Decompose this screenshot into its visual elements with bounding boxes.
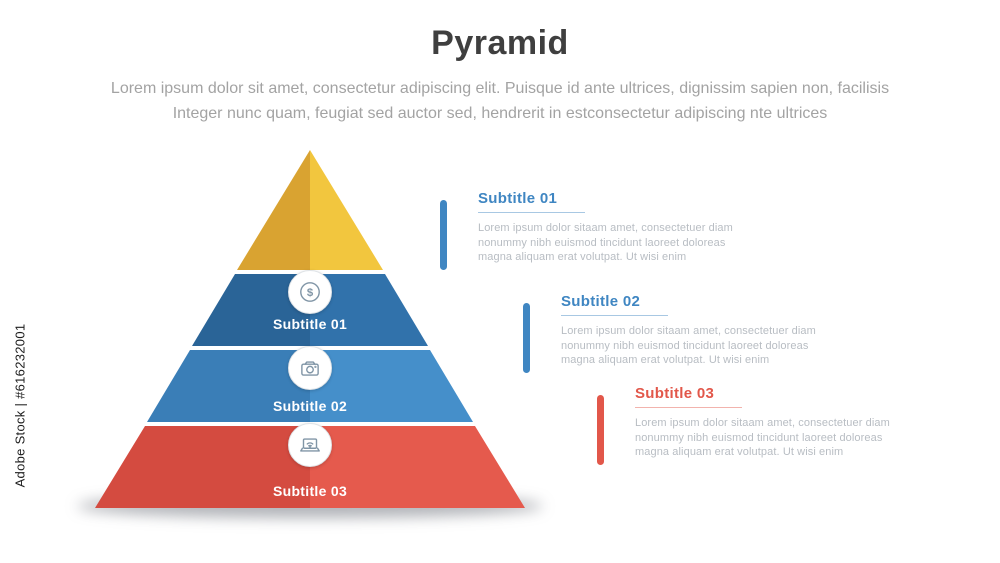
block-2-body: Lorem ipsum dolor sitaam amet, consectet… xyxy=(561,325,816,367)
pyramid-diagram: $ Subtitle 01 Subtitle 02 Subtitle 03 xyxy=(77,150,543,518)
watermark-side-text: Adobe Stock | #616232001 xyxy=(12,323,28,488)
description-line-1: Lorem ipsum dolor sit amet, consectetur … xyxy=(110,80,890,97)
block-1-heading: Subtitle 01 xyxy=(478,190,586,213)
content-block-1: Subtitle 01 Lorem ipsum dolor sitaam ame… xyxy=(440,190,760,270)
dollar-icon: $ xyxy=(288,270,332,314)
svg-text:$: $ xyxy=(307,287,314,299)
camera-icon xyxy=(288,346,332,390)
block-3-heading: Subtitle 03 xyxy=(635,385,743,408)
page-title: Pyramid xyxy=(431,24,569,62)
block-1-body: Lorem ipsum dolor sitaam amet, consectet… xyxy=(478,222,733,264)
content-block-2: Subtitle 02 Lorem ipsum dolor sitaam ame… xyxy=(523,293,843,373)
block-3-body: Lorem ipsum dolor sitaam amet, consectet… xyxy=(635,417,890,459)
description-line-2: Integer nunc quam, feugiat sed auctor se… xyxy=(172,104,828,122)
accent-bar-3 xyxy=(597,395,604,465)
laptop-icon xyxy=(288,423,332,467)
accent-bar-1 xyxy=(440,200,447,270)
accent-bar-2 xyxy=(523,303,530,373)
content-block-3: Subtitle 03 Lorem ipsum dolor sitaam ame… xyxy=(597,385,917,465)
block-2-heading: Subtitle 02 xyxy=(561,293,669,316)
pyramid-level-2-label: Subtitle 02 xyxy=(272,398,348,414)
pyramid-level-1-label: Subtitle 01 xyxy=(272,316,348,332)
pyramid-apex xyxy=(237,150,383,270)
pyramid-level-3-label: Subtitle 03 xyxy=(272,483,348,499)
header: Pyramid Lorem ipsum dolor sit amet, cons… xyxy=(0,24,1000,127)
